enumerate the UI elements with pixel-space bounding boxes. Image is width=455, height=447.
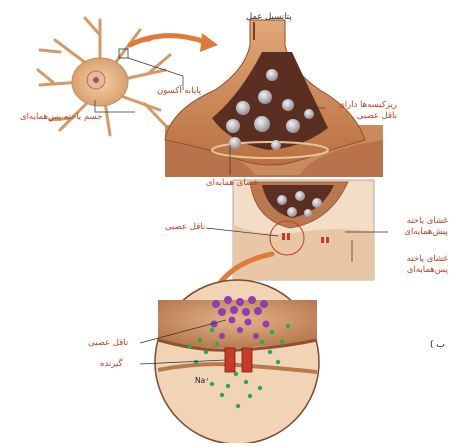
- label-neurotransmitter-top: ناقل عصبی: [165, 222, 205, 233]
- label-synaptic-cleft: فضای همایه‌ای: [206, 178, 257, 189]
- label-receptor: گیرنده: [100, 359, 123, 370]
- zoom-arrow-1: [130, 36, 205, 45]
- label-panel-b: ب ): [430, 340, 445, 351]
- label-vesicles: ریزکیسه‌ها دارای ناقل عصبی: [327, 100, 397, 122]
- label-action-potential: پتانسیل عمل: [246, 12, 292, 23]
- label-axon-terminal: پایانه آکسون: [157, 86, 201, 97]
- axon-terminal: [165, 20, 383, 177]
- label-presynaptic-membrane: غشای یاخته پیش‌همایه‌ای: [378, 216, 448, 238]
- zoom-arrow-1-head: [200, 33, 218, 52]
- label-postsynaptic-cell-body: جسم یاخته پس‌همایه‌ای: [20, 112, 102, 123]
- label-postsynaptic-membrane: غشای یاخته پس‌همایه‌ای: [378, 254, 448, 276]
- label-sodium-ion: Na⁺: [195, 375, 209, 386]
- inset-panel: [233, 180, 374, 280]
- label-neurotransmitter-bottom: ناقل عصبی: [88, 338, 128, 349]
